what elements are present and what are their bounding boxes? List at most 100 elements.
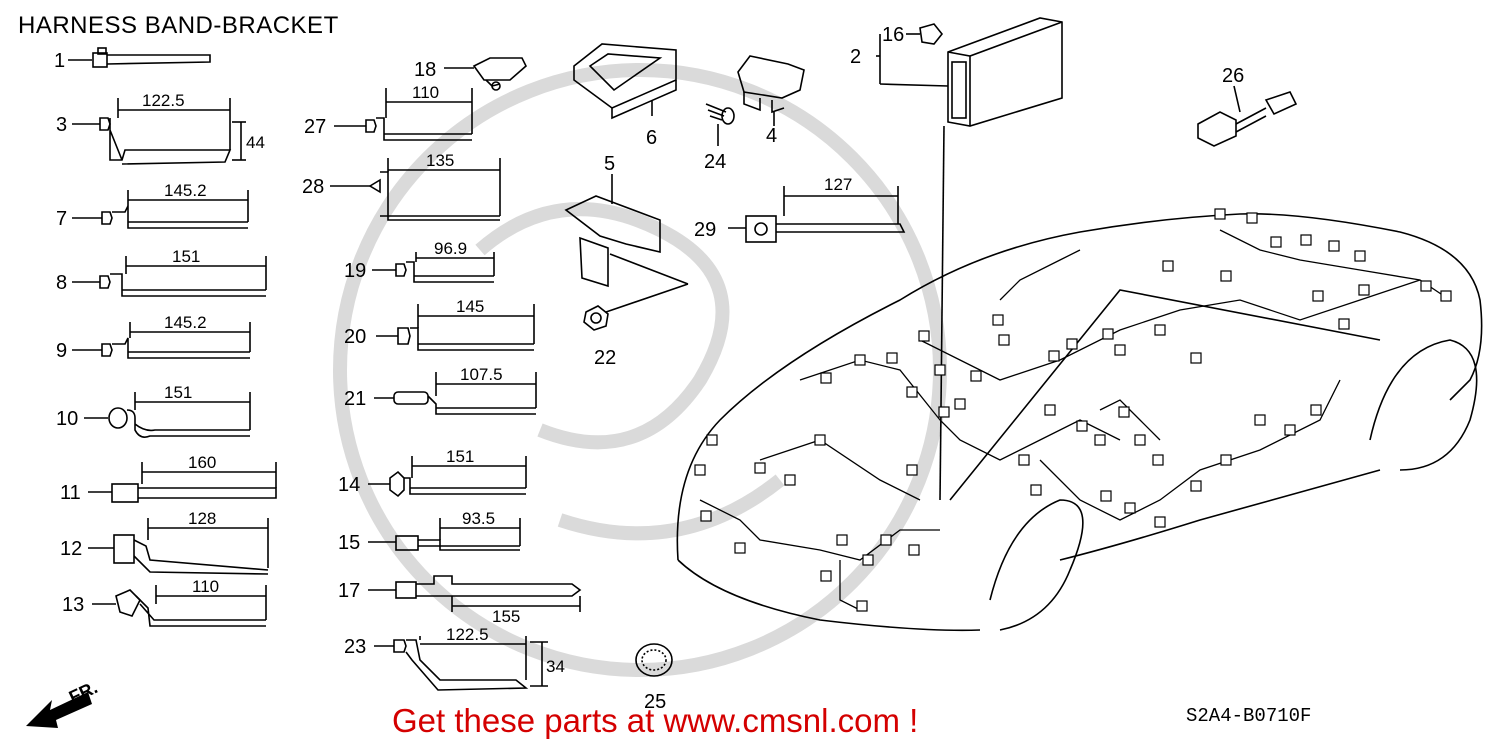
part-13-band[interactable]: [92, 585, 267, 627]
part-22-nut[interactable]: [583, 305, 609, 331]
dim-9: 145.2: [164, 313, 207, 332]
harness-connector: [862, 554, 874, 566]
harness-connector: [1066, 338, 1078, 350]
dim-13: 110: [192, 577, 219, 596]
ref-10: 10: [56, 408, 78, 430]
part-12-band[interactable]: [88, 518, 269, 575]
ref-7: 7: [56, 208, 67, 230]
part-11-band[interactable]: [88, 462, 277, 503]
part-16-clip[interactable]: [906, 23, 944, 45]
harness-connector: [814, 434, 826, 446]
part-10-band[interactable]: [84, 392, 251, 438]
ref-29: 29: [694, 219, 716, 241]
part-1-band[interactable]: [68, 47, 211, 68]
dim-7: 145.2: [164, 181, 207, 200]
harness-connector: [734, 542, 746, 554]
part-29-band[interactable]: [728, 186, 906, 243]
harness-connector: [886, 352, 898, 364]
front-direction-arrow: [26, 692, 92, 728]
dim-10: 151: [164, 383, 192, 402]
harness-connector: [1162, 260, 1174, 272]
part-20-band[interactable]: [376, 304, 535, 351]
part-28-band[interactable]: [330, 158, 501, 221]
ref-14: 14: [338, 474, 360, 496]
part-25-grommet[interactable]: [635, 643, 673, 677]
part-2-box[interactable]: [876, 17, 1063, 501]
harness-connector: [970, 370, 982, 382]
ref-24: 24: [704, 151, 726, 173]
harness-connector: [1124, 502, 1136, 514]
ref-9: 9: [56, 340, 67, 362]
part-7-band[interactable]: [72, 190, 249, 229]
harness-connector: [934, 364, 946, 376]
harness-connector: [1328, 240, 1340, 252]
part-27-band[interactable]: [334, 88, 473, 141]
harness-connector: [992, 314, 1004, 326]
harness-connector: [1246, 212, 1258, 224]
ref-27: 27: [304, 116, 326, 138]
part-23-band[interactable]: [374, 636, 548, 691]
harness-connector: [694, 464, 706, 476]
dim-23-height: 34: [546, 657, 565, 676]
ref-8: 8: [56, 272, 67, 294]
harness-connector: [1102, 328, 1114, 340]
harness-connector: [1420, 280, 1432, 292]
harness-connector: [1152, 454, 1164, 466]
harness-connector: [1270, 236, 1282, 248]
dim-27: 110: [412, 83, 439, 102]
dim-17: 155: [492, 607, 520, 626]
harness-connector: [880, 534, 892, 546]
dim-19: 96.9: [434, 239, 467, 258]
ref-28: 28: [302, 176, 324, 198]
part-6-bracket[interactable]: [573, 43, 677, 120]
harness-connector: [1154, 516, 1166, 528]
harness-connector: [1284, 424, 1296, 436]
part-17-band[interactable]: [368, 575, 582, 612]
ref-4: 4: [766, 125, 777, 147]
harness-connector: [1100, 490, 1112, 502]
harness-connector: [954, 398, 966, 410]
harness-connector: [1254, 414, 1266, 426]
harness-connector: [1094, 434, 1106, 446]
part-9-band[interactable]: [72, 322, 251, 359]
harness-connector: [1312, 290, 1324, 302]
part-4-clip[interactable]: [737, 55, 805, 126]
ref-22: 22: [594, 347, 616, 369]
part-19-band[interactable]: [372, 252, 495, 283]
harness-connector: [700, 510, 712, 522]
harness-connector: [938, 406, 950, 418]
dim-21: 107.5: [460, 365, 503, 384]
part-26-connector[interactable]: [1197, 85, 1298, 147]
dim-15: 93.5: [462, 509, 495, 528]
diagram-code: S2A4-B0710F: [1186, 705, 1312, 727]
ref-19: 19: [344, 260, 366, 282]
part-3-band[interactable]: [72, 98, 246, 165]
ref-23: 23: [344, 636, 366, 658]
ref-25: 25: [644, 691, 666, 713]
harness-connector: [1220, 454, 1232, 466]
part-14-band[interactable]: [368, 456, 527, 498]
ref-17: 17: [338, 580, 360, 602]
part-18-bracket[interactable]: [444, 57, 527, 91]
ref-2: 2: [850, 46, 861, 68]
harness-connector: [1220, 270, 1232, 282]
harness-connector: [1214, 208, 1226, 220]
part-8-band[interactable]: [72, 256, 267, 297]
part-21-band[interactable]: [374, 372, 537, 415]
harness-connector: [1134, 434, 1146, 446]
harness-connector: [1018, 454, 1030, 466]
ref-18: 18: [414, 59, 436, 81]
promo-link[interactable]: Get these parts at www.cmsnl.com !: [392, 702, 919, 739]
dim-29: 127: [824, 175, 852, 194]
harness-connector: [918, 330, 930, 342]
harness-connector: [1338, 318, 1350, 330]
harness-connector: [1048, 350, 1060, 362]
part-5-bracket[interactable]: [564, 174, 689, 313]
ref-5: 5: [604, 153, 615, 175]
dim-23-length: 122.5: [446, 625, 489, 644]
part-15-band[interactable]: [368, 518, 521, 551]
harness-connector: [1358, 284, 1370, 296]
harness-connector: [1114, 344, 1126, 356]
part-24-screw[interactable]: [705, 103, 735, 146]
